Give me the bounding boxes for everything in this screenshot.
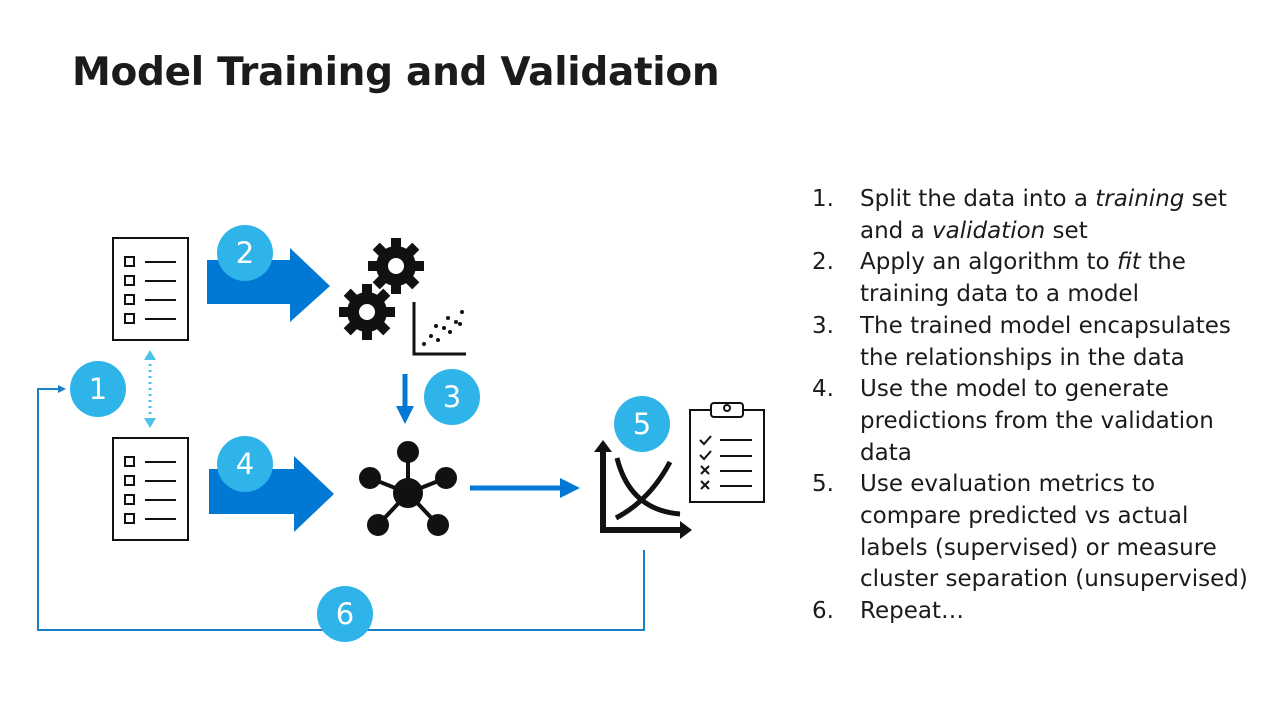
step-number: 6.: [812, 598, 834, 625]
gears-icon: [339, 238, 424, 340]
workflow-diagram: 1 2 3 4 5 6: [37, 225, 765, 642]
clipboard-checklist-icon: [689, 402, 765, 503]
step-text: Use evaluation metrics to compare predic…: [860, 471, 1248, 593]
evaluate-arrow: [470, 478, 580, 498]
step-badge-5: 5: [614, 396, 670, 452]
step-badge-1: 1: [70, 361, 126, 417]
steps-list: 1. Split the data into a training set and…: [812, 184, 1262, 628]
step-text: Split the data into a: [860, 186, 1096, 212]
step-badge-6-label: 6: [336, 597, 354, 631]
step-emphasis-text: validation: [932, 217, 1046, 244]
validation-data-list-icon: [112, 437, 189, 541]
step-text: set: [1045, 217, 1088, 244]
scatter-plot-icon: [412, 302, 466, 356]
evaluation-curves-icon: [594, 440, 692, 539]
step-badge-6: 6: [317, 586, 373, 642]
step-badge-4-label: 4: [236, 447, 254, 481]
step-text: set and a: [860, 186, 1227, 244]
step-item-1: 1. Split the data into a training set and…: [812, 184, 1262, 247]
step-text: the training data to a model: [860, 249, 1186, 308]
step-badge-3-label: 3: [443, 380, 461, 414]
step-number: 4.: [812, 376, 834, 403]
step-text: Apply an algorithm to: [860, 249, 1117, 276]
step-emphasis-text: training: [1095, 186, 1185, 212]
step-text: Repeat…: [860, 598, 964, 625]
model-network-icon: [359, 441, 457, 536]
step-item-4: 4. Use the model to generate predictions …: [812, 374, 1262, 469]
step-text: Use the model to generate predictions fr…: [860, 376, 1214, 466]
step-badge-2: 2: [217, 225, 273, 281]
feedback-loop-line: [37, 385, 645, 631]
step-badge-1-label: 1: [89, 372, 107, 406]
step-number: 2.: [812, 249, 834, 276]
step-badge-4: 4: [217, 436, 273, 492]
step-number: 3.: [812, 312, 834, 339]
step-badge-5-label: 5: [633, 407, 651, 441]
step-emphasis-text: fit: [1116, 249, 1141, 276]
step-text: The trained model encapsulates the relat…: [860, 312, 1231, 371]
step-item-3: 3. The trained model encapsulates the rel…: [812, 311, 1262, 374]
step-number: 1.: [812, 186, 834, 212]
split-dotted-arrow: [144, 350, 156, 428]
step-badge-3: 3: [424, 369, 480, 425]
step-item-5: 5. Use evaluation metrics to compare pred…: [812, 469, 1262, 596]
step-item-6: 6. Repeat…: [812, 596, 1262, 628]
training-data-list-icon: [112, 237, 189, 341]
trained-model-arrow: [396, 374, 414, 424]
step-number: 5.: [812, 471, 834, 498]
step-item-2: 2. Apply an algorithm to fit the training…: [812, 247, 1262, 310]
slide-title: Model Training and Validation: [72, 50, 720, 95]
step-badge-2-label: 2: [236, 236, 254, 270]
